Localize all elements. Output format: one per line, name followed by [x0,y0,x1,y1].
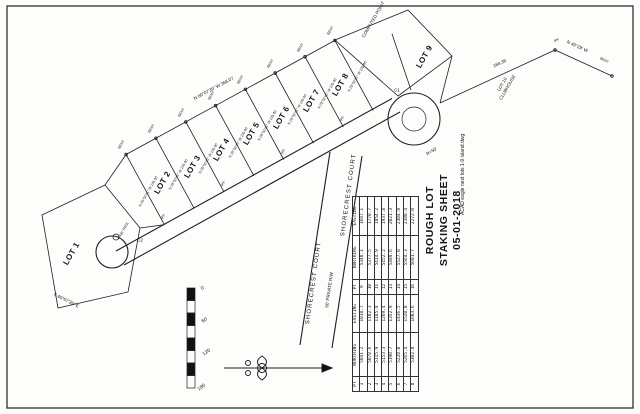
table-cell: EASTING [352,294,360,333]
table-cell: 1269.4 [381,294,389,333]
table-cell: PT [352,376,360,392]
street-lines [115,98,401,349]
title-line-2: STAKING SHEET [437,173,450,267]
table-cell: 5564.3 [403,235,411,280]
table-cell: EASTING [352,196,360,236]
table-cell: 5414.9 [374,235,382,280]
culdesac-circles [95,92,441,269]
table-cell: 1185.8 [374,294,382,333]
table-cell: 16 [410,279,419,295]
table-cell: 6 [396,376,404,392]
table-cell: 15 [403,279,411,295]
lot-boundaries [41,9,614,309]
scale-bar [186,287,196,389]
table-cell: 1018.7 [359,294,368,333]
curve-label-c1: C1 [394,87,400,93]
table-cell: NORTHING [352,235,360,280]
table-cell: 2104.9 [396,196,404,236]
table-cell: 2272.0 [410,196,419,236]
pine-tree-symbol [112,233,120,241]
table-cell: PT [352,279,360,295]
table-cell: 1102.3 [367,294,375,333]
table-cell: 12 [381,279,389,295]
table-cell: 5190.7 [388,332,397,377]
table-cell: 1520.0 [403,294,411,333]
table-cell: 5340.1 [359,235,368,280]
table-cell: 4 [381,376,389,392]
table-cell: 1937.8 [381,196,389,236]
table-cell: 1 [359,376,368,392]
table-cell: 13 [388,279,397,295]
table-cell: 5265.4 [403,332,411,377]
table-cell: 5228.0 [396,332,404,377]
table-cell: 5115.9 [374,332,382,377]
title-line-1: ROUGH LOT [424,185,436,255]
file-note-block: ACAD eagle nest lots 1-9 island.dwg [460,95,472,215]
table-cell: 5489.6 [388,235,397,280]
table-cell: 9 [359,279,368,295]
table-cell: 1352.9 [388,294,397,333]
sheet-border [6,5,634,409]
table-cell: 1854.2 [374,196,382,236]
table-cell: 11 [374,279,382,295]
table-cell: 7 [403,376,411,392]
table-cell: 5153.3 [381,332,389,377]
file-note-text: ACAD eagle nest lots 1-9 island.dwg [460,133,466,215]
table-cell: 5078.6 [367,332,375,377]
table-cell: NORTHING [352,332,360,377]
table-cell: 5302.8 [410,332,419,377]
table-cell: 2188.4 [403,196,411,236]
curve-label-c2: C2 [137,237,143,243]
table-cell: 5527.0 [396,235,404,280]
table-cell: 5 [388,376,397,392]
table-cell: 5377.5 [367,235,375,280]
table-cell: 2021.3 [388,196,397,236]
table-cell: 1603.6 [410,294,419,333]
table-cell: 10 [367,279,375,295]
table-cell: 8 [410,376,419,392]
table-cell: 5601.7 [410,235,419,280]
table-cell: 2 [367,376,375,392]
north-arrow [224,355,334,381]
table-cell: 1770.7 [367,196,375,236]
table-cell: 1687.1 [359,196,368,236]
table-cell: 5041.2 [359,332,368,377]
table-cell: 3 [374,376,382,392]
table-cell: 1436.5 [396,294,404,333]
table-cell: 5452.2 [381,235,389,280]
table-cell: 14 [396,279,404,295]
